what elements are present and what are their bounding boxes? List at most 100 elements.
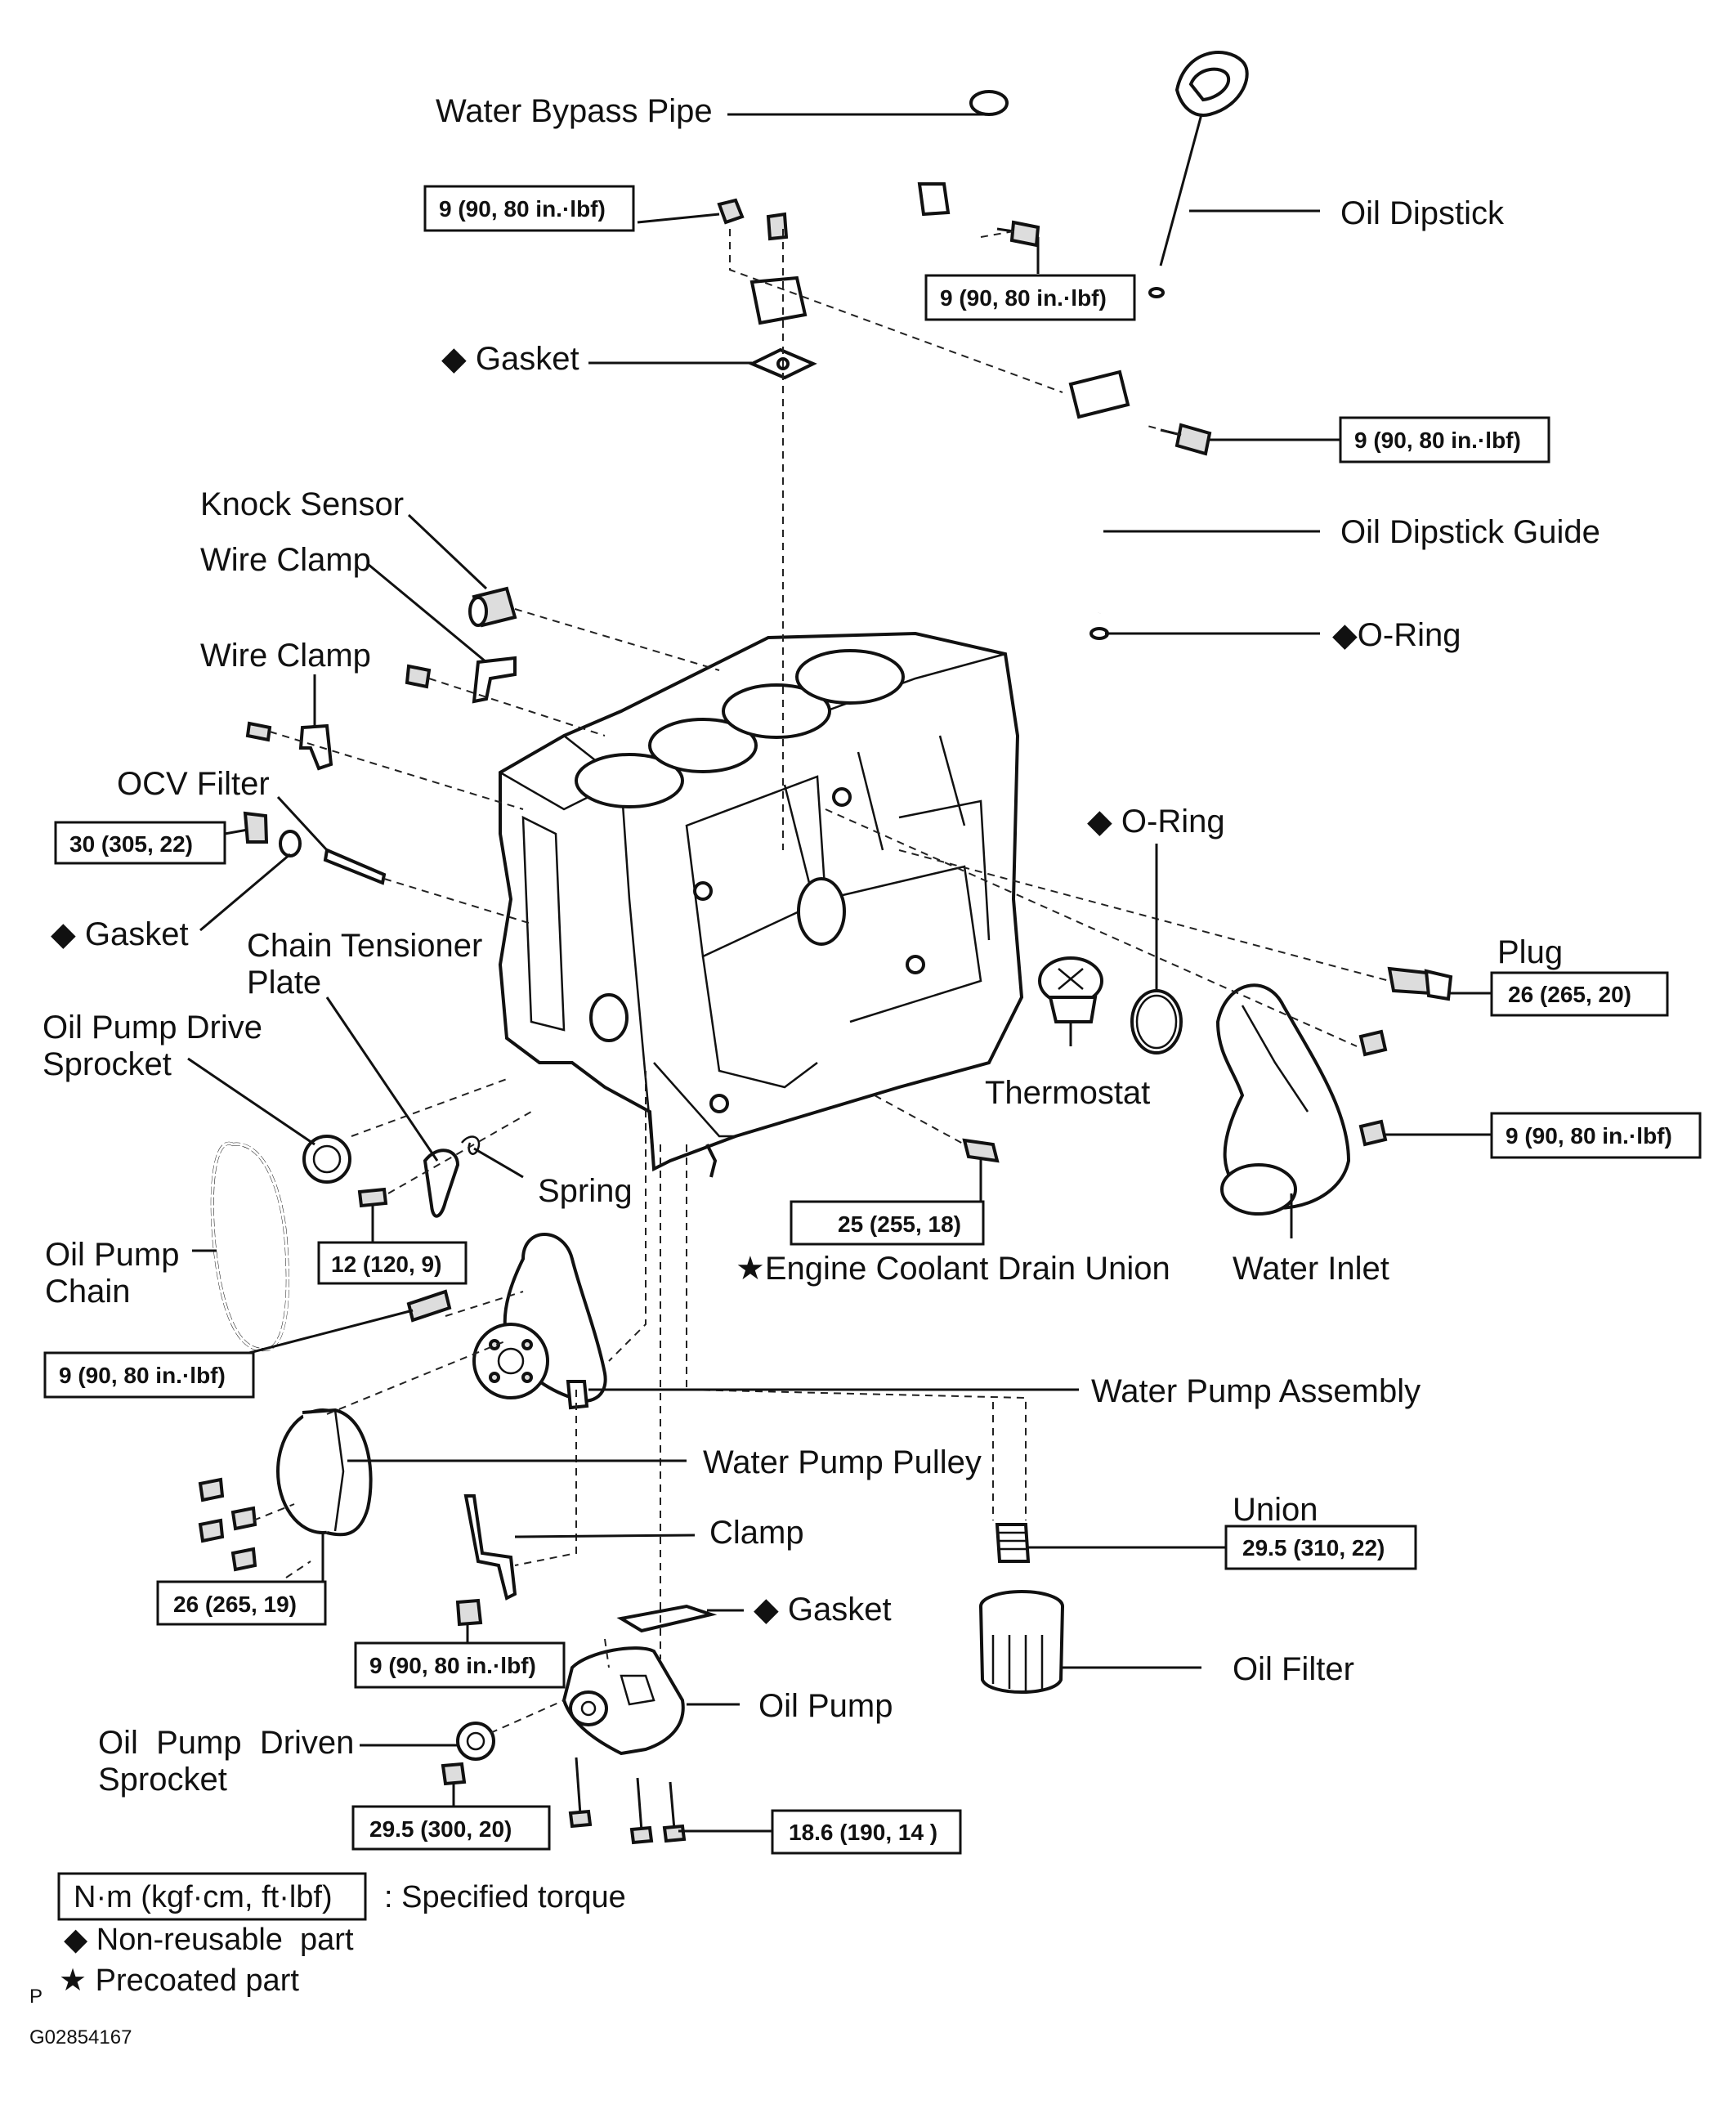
label-oil-pump-driven-sprocket-1: Oil Pump Driven: [98, 1725, 354, 1761]
oil-dipstick: [1159, 51, 1249, 266]
label-chain-tensioner-plate-1: Chain Tensioner: [247, 928, 482, 964]
dipstick-bolt: [1160, 423, 1212, 456]
legend-torque-desc: : Specified torque: [384, 1880, 626, 1914]
assembly-dashed-lines: [253, 229, 1390, 1734]
chain-tensioner-plate: [423, 1149, 460, 1218]
inlet-nut-lower: [1358, 1119, 1388, 1147]
torque-box-tensioner-bolt: 12 (120, 9): [317, 1241, 468, 1285]
legend-precoated: ★ Precoated part: [59, 1963, 299, 1998]
wire-clamp-upper: [405, 656, 517, 704]
inlet-nut-upper: [1358, 1029, 1388, 1057]
legend-p-mark: P: [29, 1986, 43, 2008]
water-bypass-pipe: [749, 90, 1022, 325]
svg-text:9 (90, 80 in.·lbf): 9 (90, 80 in.·lbf): [940, 285, 1107, 311]
o-ring-inlet: [1130, 989, 1183, 1054]
svg-text:29.5 (300, 20): 29.5 (300, 20): [369, 1816, 512, 1842]
knock-sensor: [468, 586, 517, 628]
torque-specs: 9 (90, 80 in.·lbf) 9 (90, 80 in.·lbf) 9 …: [43, 185, 1702, 1855]
svg-text:9 (90, 80 in.·lbf): 9 (90, 80 in.·lbf): [1506, 1123, 1672, 1149]
spring-part: [461, 1135, 481, 1155]
tensioner-bolt: [357, 1187, 388, 1208]
part-labels: Water Bypass Pipe Oil Dipstick ◆ Gasket …: [43, 93, 1600, 1798]
label-oil-pump-chain-1: Oil Pump: [45, 1237, 180, 1273]
torque-box-pulley-bolts: 26 (265, 19): [156, 1580, 327, 1626]
label-gasket-top: ◆ Gasket: [441, 341, 579, 377]
torque-box-ocv-plug: 30 (305, 22): [54, 821, 226, 865]
label-o-ring-dipstick: ◆O-Ring: [1332, 617, 1461, 653]
bypass-bolt: [996, 220, 1040, 248]
torque-box-oil-pump-bolts: 18.6 (190, 14 ): [771, 1809, 962, 1855]
precoated-mark: ★: [736, 1251, 765, 1287]
thermostat: [1038, 956, 1103, 1023]
label-water-inlet: Water Inlet: [1233, 1251, 1389, 1287]
label-oil-pump-chain-2: Chain: [45, 1274, 131, 1310]
oil-dipstick-guide: [1068, 287, 1165, 614]
label-water-pump-assembly: Water Pump Assembly: [1091, 1373, 1421, 1409]
wire-clamp-lower: [245, 721, 333, 771]
label-oil-dipstick: Oil Dipstick: [1340, 195, 1505, 231]
non-reusable-mark: ◆: [441, 341, 467, 377]
union-part: [995, 1523, 1031, 1563]
torque-box-inlet-nut: 9 (90, 80 in.·lbf): [1490, 1112, 1702, 1159]
label-wire-clamp-1: Wire Clamp: [200, 542, 371, 578]
svg-text:12 (120, 9): 12 (120, 9): [331, 1252, 441, 1277]
oil-pump-part: [562, 1646, 685, 1756]
label-plug: Plug: [1497, 934, 1563, 970]
label-gasket-oil-pump: ◆ Gasket: [754, 1592, 892, 1628]
bypass-nut: [717, 198, 745, 225]
label-knock-sensor: Knock Sensor: [200, 486, 404, 522]
oil-pump-chain: [210, 1141, 289, 1352]
legend-non-reusable: ◆ Non-reusable part: [64, 1923, 354, 1957]
torque-box-clamp-nut: 9 (90, 80 in.·lbf): [354, 1641, 566, 1689]
svg-text:29.5 (310, 22): 29.5 (310, 22): [1242, 1535, 1385, 1560]
svg-text:25 (255, 18): 25 (255, 18): [838, 1211, 961, 1237]
label-oil-pump: Oil Pump: [758, 1688, 893, 1724]
torque-box-plug: 26 (265, 20): [1490, 971, 1669, 1017]
water-inlet: [1215, 983, 1351, 1216]
gasket-oil-pump: [616, 1604, 718, 1633]
torque-box-bypass-bolt: 9 (90, 80 in.·lbf): [924, 274, 1136, 321]
svg-text:9 (90, 80 in.·lbf): 9 (90, 80 in.·lbf): [59, 1363, 226, 1388]
water-pump-bolt: [406, 1289, 452, 1323]
torque-box-union: 29.5 (310, 22): [1224, 1525, 1417, 1570]
svg-text:9 (90, 80 in.·lbf): 9 (90, 80 in.·lbf): [1354, 428, 1521, 453]
driven-sprocket-nut: [441, 1762, 467, 1786]
svg-text:9 (90, 80 in.·lbf): 9 (90, 80 in.·lbf): [369, 1653, 536, 1678]
pulley-bolts: [198, 1477, 257, 1572]
label-oil-pump-drive-sprocket-2: Sprocket: [43, 1046, 172, 1082]
label-o-ring-inlet: ◆ O-Ring: [1087, 804, 1225, 840]
label-oil-pump-drive-sprocket-1: Oil Pump Drive: [43, 1010, 262, 1046]
label-wire-clamp-2: Wire Clamp: [200, 638, 371, 674]
water-pump-pulley: [276, 1408, 373, 1537]
svg-text:9 (90, 80 in.·lbf): 9 (90, 80 in.·lbf): [439, 196, 606, 222]
plug-part: [1387, 966, 1453, 1001]
ocv-plug: [243, 811, 269, 844]
label-union: Union: [1233, 1492, 1318, 1528]
leader-lines: [187, 113, 1492, 1833]
oil-pump-driven-sprocket: [456, 1722, 495, 1761]
legend-torque-box: [57, 1872, 367, 1921]
label-oil-dipstick-guide: Oil Dipstick Guide: [1340, 514, 1600, 550]
figure-id: G02854167: [29, 2026, 132, 2049]
water-pump-assembly: [472, 1233, 607, 1410]
cylinder-block: [498, 631, 1024, 1178]
torque-box-water-pump-bolt: 9 (90, 80 in.·lbf): [43, 1351, 255, 1399]
oil-pump-bolts: [568, 1757, 687, 1845]
svg-text:26 (265, 19): 26 (265, 19): [173, 1592, 297, 1617]
label-water-bypass-pipe: Water Bypass Pipe: [436, 93, 713, 129]
torque-box-dipstick-bolt: 9 (90, 80 in.·lbf): [1339, 416, 1550, 463]
svg-text:18.6 (190, 14 ): 18.6 (190, 14 ): [789, 1820, 937, 1845]
svg-text:26 (265, 20): 26 (265, 20): [1508, 982, 1631, 1007]
label-oil-filter: Oil Filter: [1233, 1651, 1354, 1687]
oil-filter-part: [979, 1590, 1064, 1694]
label-engine-coolant-drain-union: ★Engine Coolant Drain Union: [736, 1251, 1170, 1287]
torque-box-bypass-nut: 9 (90, 80 in.·lbf): [423, 185, 635, 232]
label-gasket-ocv: ◆ Gasket: [51, 916, 189, 952]
label-water-pump-pulley: Water Pump Pulley: [703, 1444, 982, 1480]
torque-box-driven-sprocket-nut: 29.5 (300, 20): [351, 1805, 551, 1851]
ocv-filter: [323, 848, 387, 885]
label-chain-tensioner-plate-2: Plate: [247, 965, 321, 1001]
clamp-nut: [455, 1598, 483, 1627]
label-oil-pump-driven-sprocket-2: Sprocket: [98, 1762, 227, 1798]
